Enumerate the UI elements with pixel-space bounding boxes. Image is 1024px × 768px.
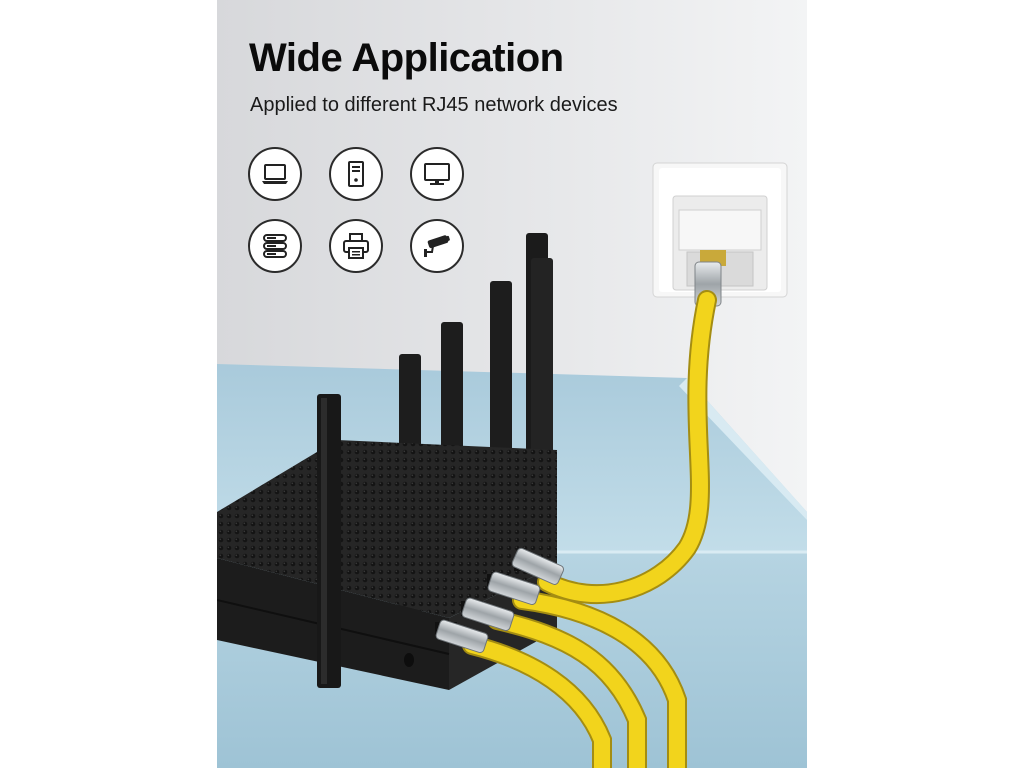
desktop-tower-icon [329, 147, 383, 201]
product-image-panel: Wide Application Applied to different RJ… [217, 0, 807, 768]
device-icon-grid [248, 147, 466, 275]
monitor-icon [410, 147, 464, 201]
printer-icon [329, 219, 383, 273]
page-title: Wide Application [249, 36, 564, 80]
security-camera-icon [410, 219, 464, 273]
page-subtitle: Applied to different RJ45 network device… [250, 94, 618, 116]
laptop-icon [248, 147, 302, 201]
router-scene-illustration [217, 0, 807, 768]
server-icon [248, 219, 302, 273]
